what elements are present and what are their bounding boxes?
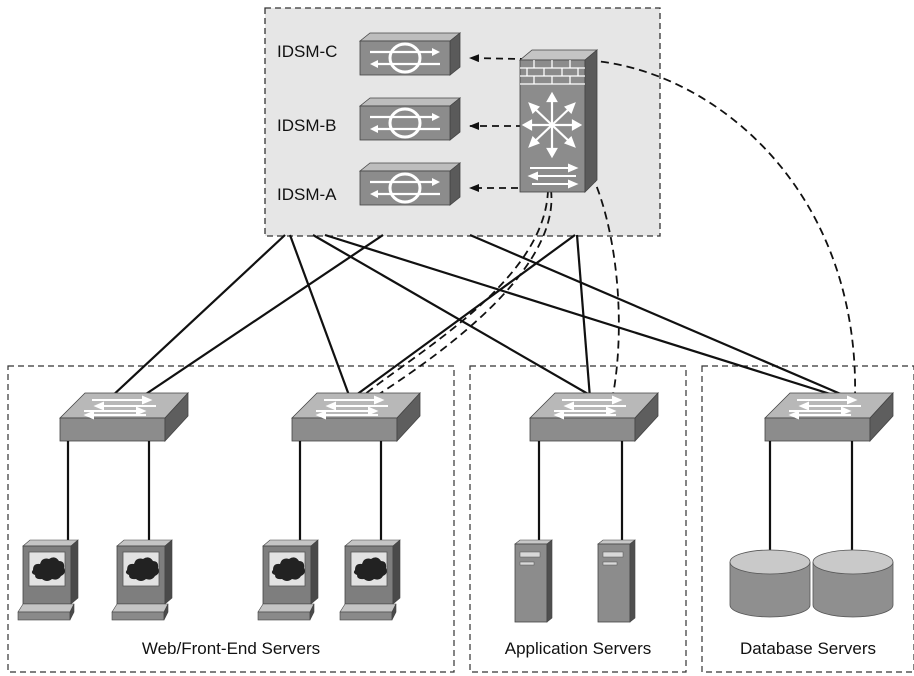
segment-box-database — [701, 365, 914, 673]
idsm-b-module: IDSM-B — [277, 96, 462, 142]
idsm-module-icon — [358, 96, 462, 142]
idsm-b-label: IDSM-B — [277, 116, 337, 135]
segment-label-application: Application Servers — [505, 639, 651, 658]
segment-label-database: Database Servers — [740, 639, 876, 658]
idsm-module-icon — [358, 31, 462, 77]
switch-icon — [291, 392, 421, 442]
web-server-icon — [17, 539, 79, 621]
idsm-c-module: IDSM-C — [277, 31, 462, 77]
switch-icon — [529, 392, 659, 442]
server-links — [66, 441, 854, 556]
switch-icon — [59, 392, 189, 442]
firewall-switch-icon — [518, 49, 599, 193]
segment-label-web: Web/Front-End Servers — [142, 639, 320, 658]
idsm-module-icon — [358, 161, 462, 207]
web-server-icon — [111, 539, 173, 621]
web-server-icon — [339, 539, 401, 621]
idsm-c-label: IDSM-C — [277, 42, 337, 61]
idsm-a-module: IDSM-A — [277, 161, 462, 207]
tower-server-icon — [597, 539, 636, 623]
idsm-a-label: IDSM-A — [277, 185, 337, 204]
switch-icon — [764, 392, 894, 442]
segment-box-web — [7, 365, 455, 673]
database-icon — [729, 549, 811, 618]
database-icon — [812, 549, 894, 618]
tower-server-icon — [514, 539, 553, 623]
uplink-lines — [109, 233, 851, 400]
segment-box-application — [469, 365, 687, 673]
web-server-icon — [257, 539, 319, 621]
